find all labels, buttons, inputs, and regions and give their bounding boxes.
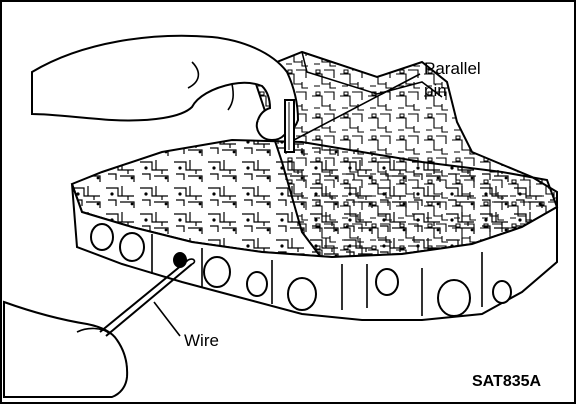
- wire-label: Wire: [184, 331, 219, 350]
- parallel-pin-label-line2: pin: [424, 81, 447, 100]
- wire-leader-line: [153, 301, 181, 337]
- lower-hand: [3, 300, 129, 398]
- parallel-pin-leader-line: [293, 73, 421, 141]
- figure-code: SAT835A: [472, 373, 542, 390]
- valve-body-front-side: [71, 183, 558, 321]
- parallel-pin: [284, 99, 295, 153]
- parallel-pin-label-line1: Parallel: [424, 59, 481, 78]
- wire: [99, 258, 196, 337]
- upper-hand: [31, 34, 300, 142]
